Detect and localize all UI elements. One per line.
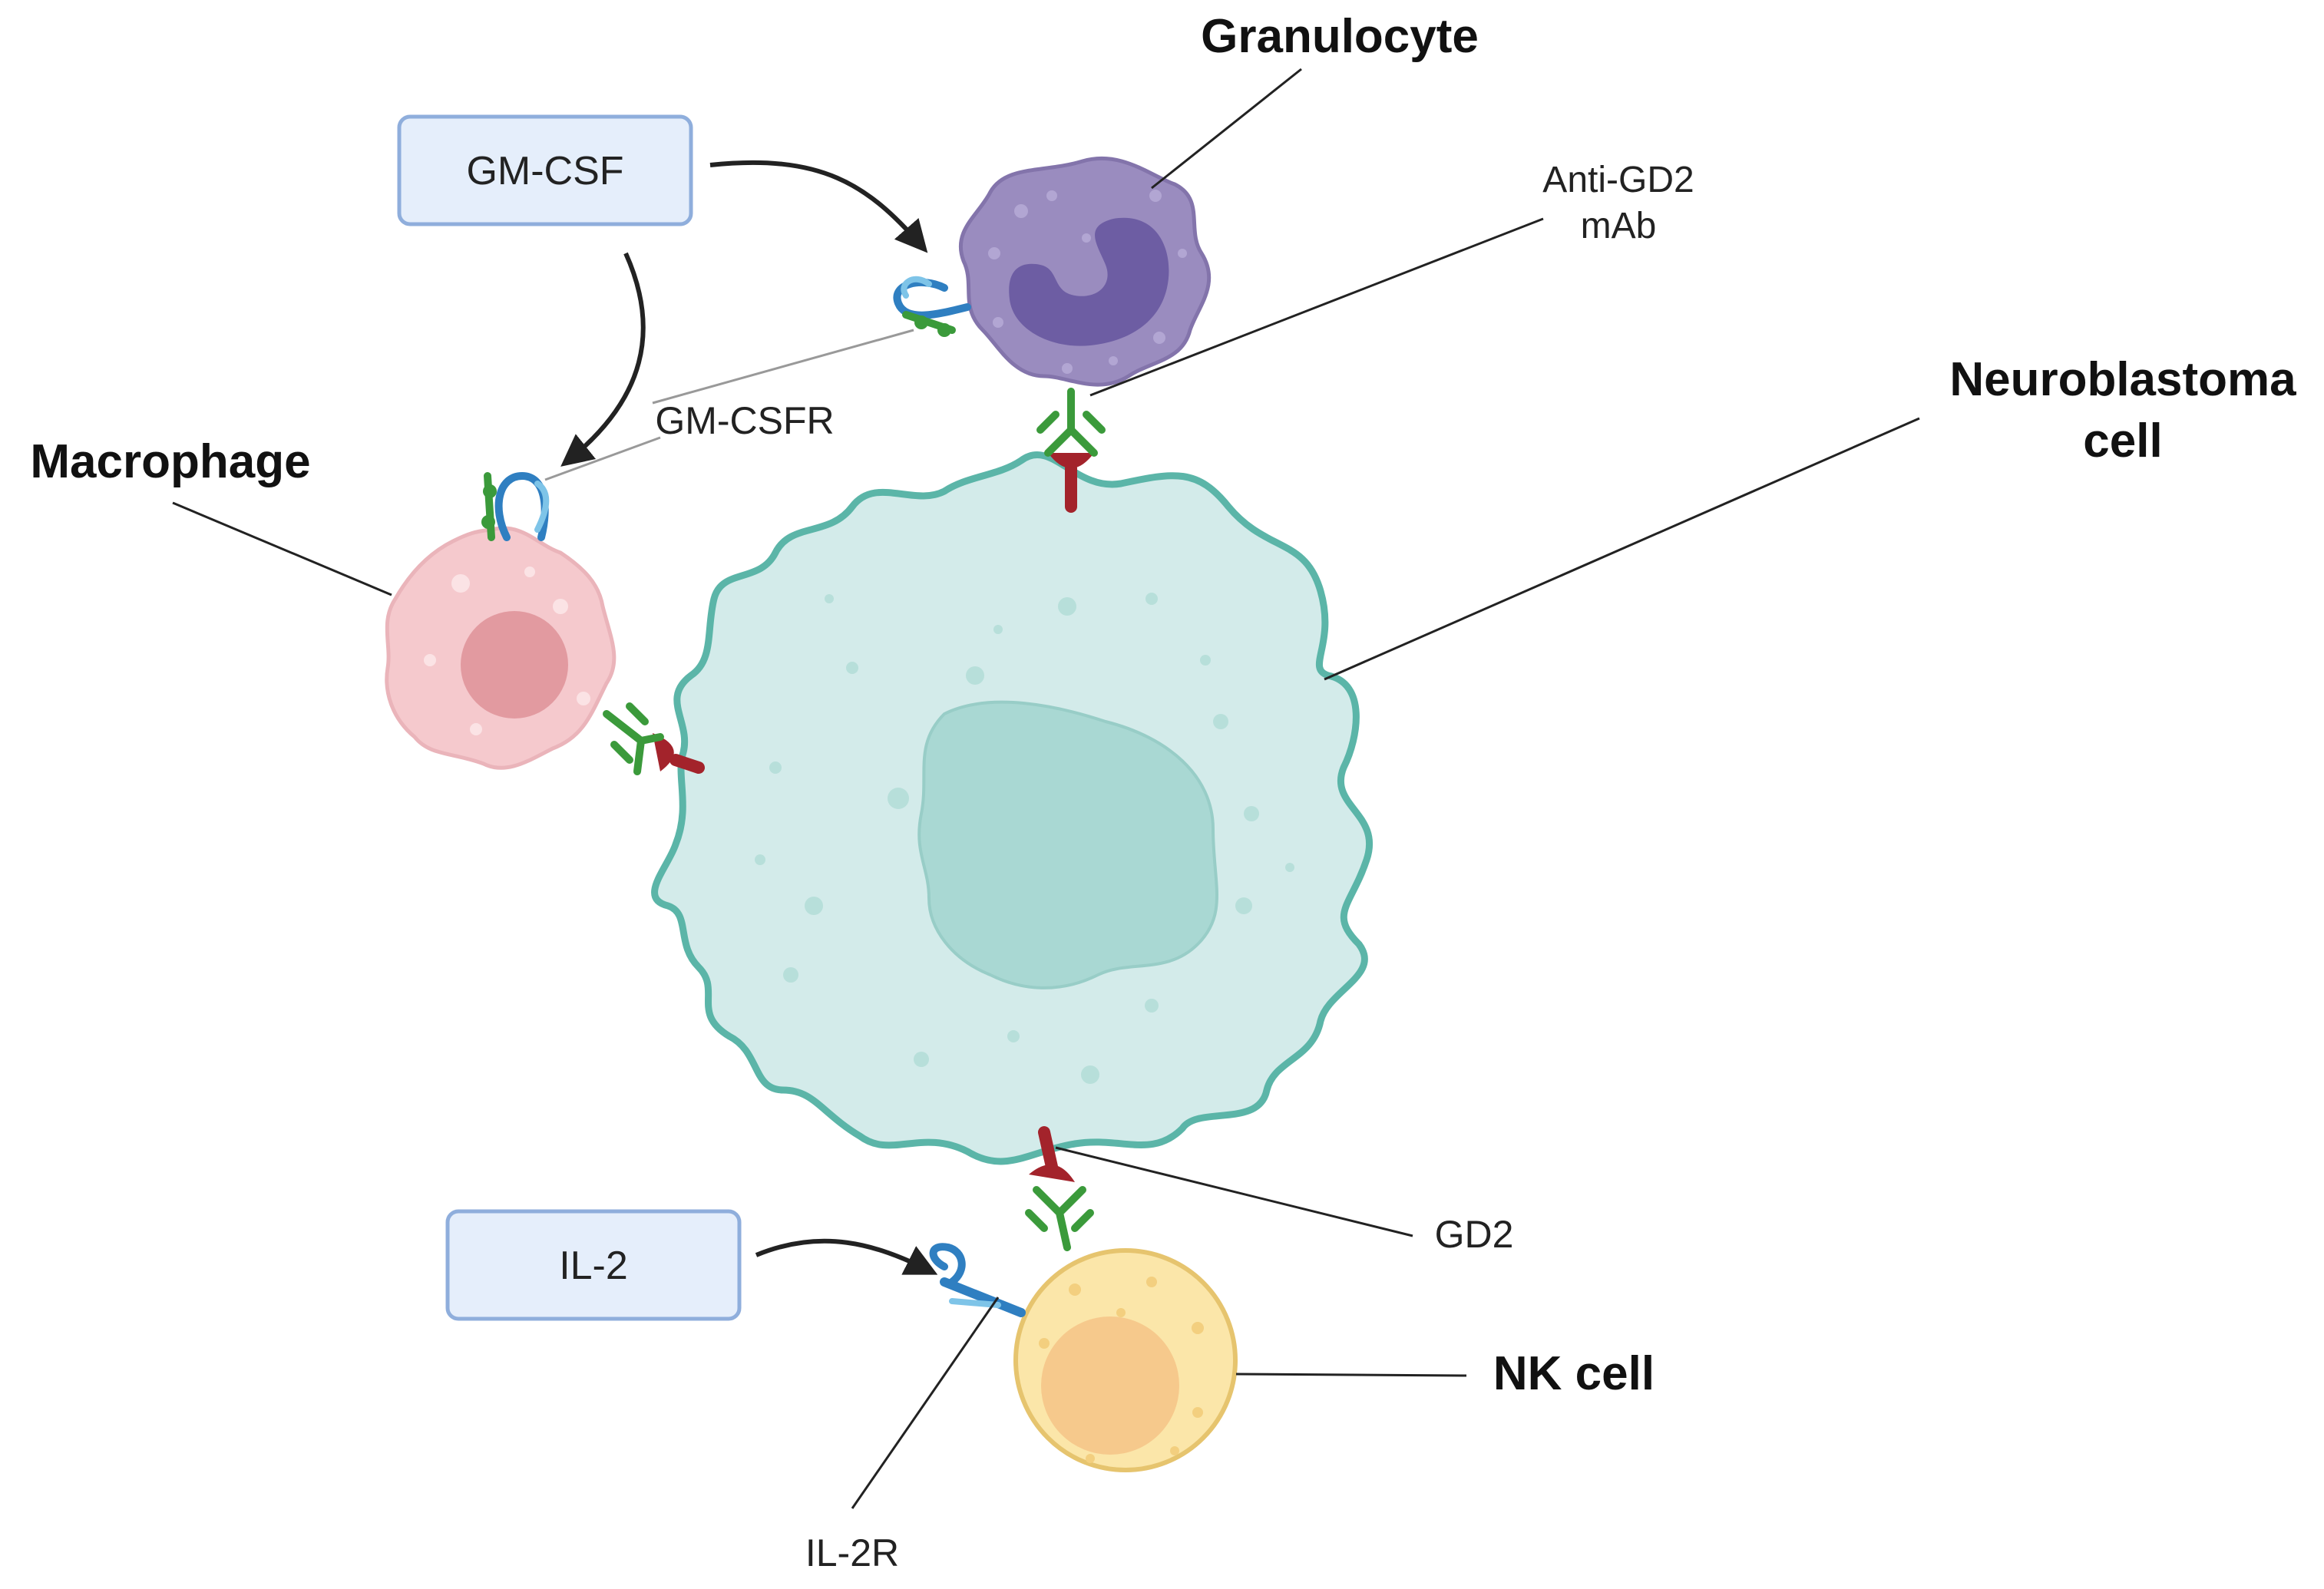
granulocyte-nucleus: [1009, 217, 1169, 346]
neuroblastoma-label-line1: Neuroblastoma: [1949, 353, 2296, 406]
gm-csfr-granulocyte: [893, 276, 971, 337]
il-2-label: IL-2: [559, 1244, 628, 1288]
nk-cell-nucleus: [1041, 1316, 1179, 1455]
leader-gm-csfr-macrophage: [544, 436, 661, 481]
anti-gd2-label-line2: mAb: [1581, 206, 1657, 246]
il-2r-label: IL-2R: [805, 1531, 899, 1574]
arrow-gm-csf-to-macrophage: [560, 252, 646, 467]
leader-gd2: [1055, 1146, 1413, 1237]
arrow-il-2-to-nk-cell: [755, 1238, 938, 1275]
il-2-box: IL-2: [445, 1209, 742, 1321]
macrophage-label: Macrophage: [30, 435, 310, 488]
arrows: [560, 160, 938, 1275]
arrow-gm-csf-to-granulocyte: [709, 160, 928, 253]
granulocyte-cell: [958, 156, 1212, 387]
granulocyte-membrane: [958, 156, 1212, 387]
macrophage-vesicles: [424, 567, 590, 735]
nk-cell-label: NK cell: [1493, 1347, 1655, 1400]
gm-csf-label: GM-CSF: [466, 149, 623, 193]
leader-nk-cell: [1235, 1373, 1467, 1377]
macrophage-nucleus: [461, 611, 568, 719]
leader-granulocyte: [1151, 68, 1302, 190]
granulocyte-granules: [988, 190, 1187, 374]
gd2-antibody-complex-left: [603, 702, 705, 775]
leader-anti-gd2: [1089, 217, 1544, 397]
gm-csfr-label: GM-CSFR: [655, 399, 834, 442]
leader-neuroblastoma: [1324, 417, 1920, 681]
granulocyte-label: Granulocyte: [1201, 10, 1479, 63]
macrophage-cell: [385, 526, 617, 770]
neuroblastoma-label-line2: cell: [2083, 415, 2162, 467]
gd2-antibody-complex-top: [1036, 388, 1106, 513]
leader-gm-csfr-granulocyte: [652, 329, 914, 405]
il-2-receptor: [929, 1243, 1026, 1317]
nk-cell: [1013, 1248, 1238, 1472]
nk-granules: [1039, 1277, 1204, 1463]
anti-gd2-label-line1: Anti-GD2: [1542, 160, 1694, 200]
cytoplasm-granules: [755, 593, 1294, 1084]
neuroblastoma-cell: [651, 451, 1374, 1165]
leader-macrophage: [172, 501, 392, 596]
gd2-antibody-complex-bottom: [1025, 1126, 1094, 1251]
gm-csfr-macrophage: [481, 471, 550, 541]
gd2-label: GD2: [1435, 1213, 1514, 1256]
leader-lines: [172, 68, 1920, 1509]
gm-csf-box: GM-CSF: [397, 114, 693, 226]
neuroblastoma-nucleus: [917, 700, 1218, 989]
leader-il-2r: [851, 1297, 1000, 1509]
